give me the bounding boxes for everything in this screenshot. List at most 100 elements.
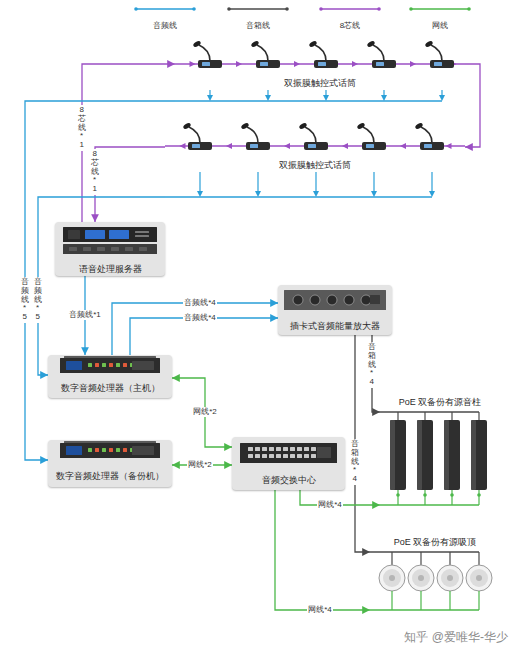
legend-line-sample [315, 4, 385, 14]
illustration-part [397, 490, 398, 505]
cable-label: 网线*4 [317, 500, 343, 510]
illustration-part [380, 411, 479, 412]
node-label: 插卡式音频能量放大器 [290, 321, 380, 331]
cable-connector [465, 64, 480, 147]
illustration-part [256, 60, 280, 68]
illustration-part [308, 144, 316, 148]
illustration-part [417, 420, 422, 490]
illustration-part [175, 40, 465, 101]
illustration-part [323, 95, 329, 101]
illustration-part [371, 191, 377, 197]
illustration-part [123, 363, 127, 367]
illustration-part [424, 412, 425, 420]
label-row: 数字音频处理器（备份机） [48, 465, 172, 483]
illustration-part [88, 363, 92, 367]
illustration-part [240, 443, 337, 463]
illustration-part [60, 358, 160, 373]
illustration-part [366, 40, 375, 48]
illustration-part [449, 552, 450, 565]
illustration-part [135, 231, 149, 233]
node-label: 音频交换中心 [262, 475, 316, 485]
illustration-part [297, 454, 302, 458]
device-illustration [175, 36, 465, 108]
illustration-part [424, 40, 433, 48]
speaker-group: PoE 双备份有源吸顶 [370, 528, 500, 622]
microphone-row: 双振膜触控式话筒 [165, 126, 465, 202]
legend-line [411, 8, 469, 10]
illustration-part [315, 172, 316, 192]
legend-line-sample [130, 4, 200, 14]
illustration-part [165, 196, 432, 197]
illustration-part [449, 591, 450, 610]
illustration-part [255, 447, 260, 451]
label-row: PoE 双备份有源音柱 [380, 391, 500, 409]
legend-line-end [319, 7, 323, 11]
label-row: 插卡式音频能量放大器 [278, 315, 392, 333]
illustration-part [362, 142, 386, 150]
illustration-part [478, 412, 479, 420]
legend-entry: 音箱线 [223, 4, 293, 32]
illustration-part [315, 45, 326, 61]
illustration-part [430, 60, 454, 68]
illustration-part [447, 575, 453, 581]
legend-line-sample [405, 4, 475, 14]
illustration-part [342, 143, 348, 149]
illustration-part [437, 565, 463, 591]
illustration-part [478, 552, 479, 565]
illustration-part [109, 230, 129, 239]
illustration-part [257, 45, 268, 61]
illustration-part [391, 552, 392, 565]
cable-connector [95, 147, 165, 222]
legend-line-end [227, 7, 231, 11]
illustration-part [397, 412, 398, 420]
illustration-part [125, 247, 133, 251]
cable-connector [130, 318, 278, 355]
illustration-part [466, 565, 492, 591]
illustration-part [420, 142, 444, 150]
illustration-part [69, 247, 77, 251]
illustration-part [356, 122, 365, 130]
illustration-part [311, 454, 316, 458]
illustration-part [175, 100, 442, 101]
label-row: PoE 双备份有源吸顶 [370, 531, 500, 549]
illustration-part [370, 609, 479, 610]
illustration-part [262, 447, 267, 451]
illustration-part [226, 143, 232, 149]
illustration-part [190, 61, 196, 67]
illustration-part [255, 454, 260, 458]
legend-line [136, 8, 194, 10]
illustration-part [188, 142, 212, 150]
illustration-part [260, 62, 268, 66]
illustration-part [476, 575, 482, 581]
cable-label: 8芯线*1 [91, 149, 99, 195]
illustration-part [305, 127, 316, 143]
cable-label: 网线*2 [187, 460, 213, 470]
illustration-part [109, 363, 113, 367]
illustration-part [317, 447, 331, 458]
illustration-part [390, 420, 395, 490]
illustration-part [429, 191, 435, 197]
label-row: 双振膜触控式话筒 [175, 72, 465, 90]
illustration-part [95, 363, 99, 367]
illustration-part [308, 40, 317, 48]
illustration-part [366, 144, 374, 148]
illustration-part [310, 295, 320, 305]
watermark: 知乎 @爱唯华-华少 [404, 630, 508, 644]
illustration-part [424, 144, 432, 148]
illustration-part [420, 552, 421, 565]
legend-line-end [409, 7, 413, 11]
illustration-part [290, 447, 295, 451]
legend-text: 音箱线 [246, 21, 270, 30]
illustration-part [95, 448, 99, 452]
processor-box: 数字音频处理器（主机） [48, 355, 172, 398]
illustration-part [180, 143, 186, 149]
label-row: 数字音频处理器（主机） [48, 377, 172, 395]
illustration-part [370, 551, 479, 552]
legend-entry: 网线 [405, 4, 475, 32]
cable-connector [38, 197, 165, 375]
illustration-part [85, 230, 105, 239]
illustration-part [431, 172, 432, 192]
illustration-part [373, 45, 384, 61]
legend-entry: 音频线 [130, 4, 200, 32]
illustration-part [311, 447, 316, 451]
